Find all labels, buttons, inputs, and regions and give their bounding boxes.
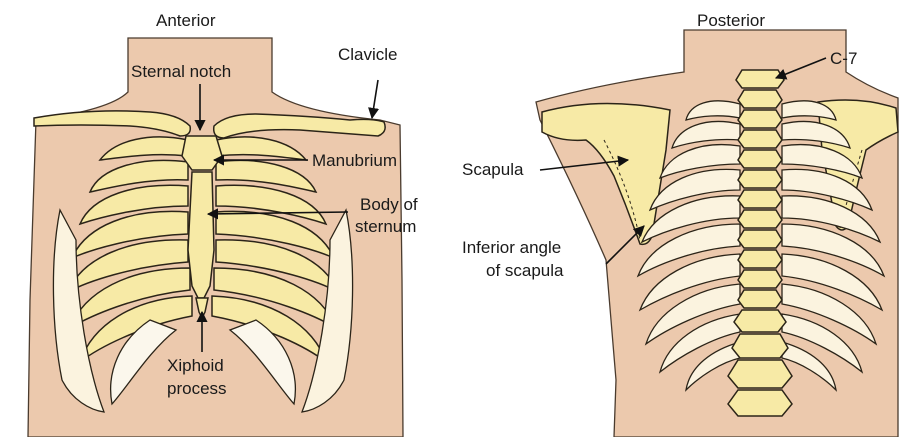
anterior-view: Anterior Clavicle Sternal notch Manubriu… bbox=[28, 11, 418, 437]
label-xiphoid-1: Xiphoid bbox=[167, 356, 224, 375]
label-inferior-angle-2: of scapula bbox=[486, 261, 564, 280]
label-scapula: Scapula bbox=[462, 160, 524, 179]
label-sternal-notch: Sternal notch bbox=[131, 62, 231, 81]
manubrium bbox=[182, 136, 222, 170]
label-manubrium: Manubrium bbox=[312, 151, 397, 170]
label-clavicle: Clavicle bbox=[338, 45, 398, 64]
anterior-view-title: Anterior bbox=[156, 11, 216, 30]
vertebra-c7 bbox=[736, 70, 784, 88]
arrow-clavicle bbox=[372, 80, 378, 118]
label-body-of-sternum-2: sternum bbox=[355, 217, 416, 236]
label-body-of-sternum-1: Body of bbox=[360, 195, 418, 214]
label-xiphoid-2: process bbox=[167, 379, 227, 398]
label-inferior-angle-1: Inferior angle bbox=[462, 238, 561, 257]
posterior-view-title: Posterior bbox=[697, 11, 765, 30]
posterior-view: Posterior C-7 Scapula Inferior angle of … bbox=[462, 11, 898, 437]
label-c7: C-7 bbox=[830, 49, 857, 68]
body-of-sternum bbox=[188, 172, 214, 298]
